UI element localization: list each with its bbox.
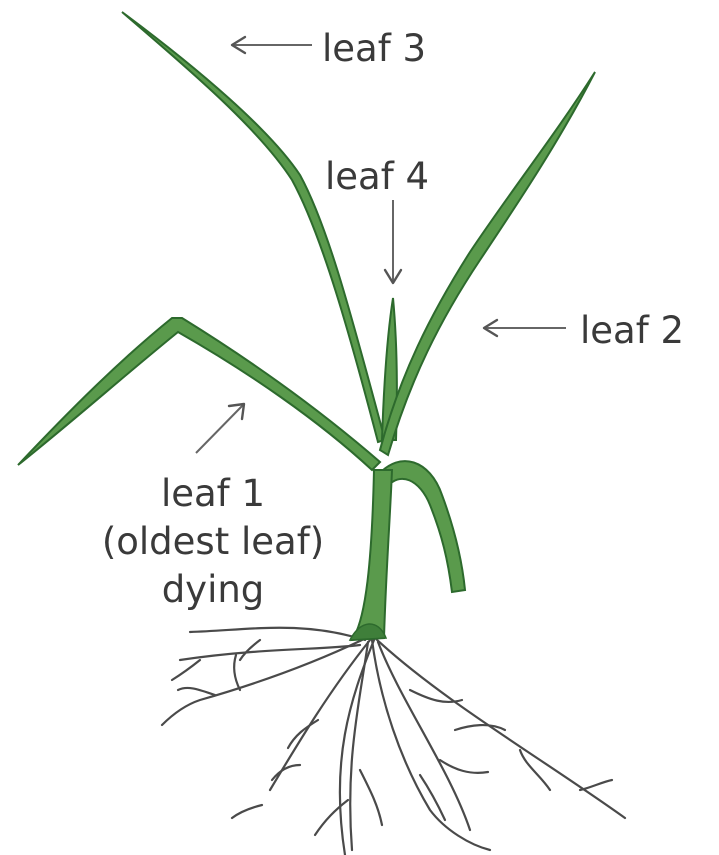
arrow-leaf2 (484, 320, 566, 336)
root-branch-7 (580, 780, 612, 790)
stem (352, 470, 392, 640)
root-main-9 (190, 628, 365, 640)
leaf-2-label: leaf 2 (580, 312, 684, 349)
leaf-1-label-line-2: (oldest leaf) (88, 518, 338, 566)
leaf-1-label: leaf 1 (oldest leaf) dying (88, 470, 338, 614)
root-branch-10 (315, 800, 348, 835)
root-branch-14 (240, 640, 260, 660)
root-main-2 (350, 642, 368, 850)
root-main-4 (162, 640, 362, 725)
leaf-1-label-line-1: leaf 1 (88, 470, 338, 518)
root-main-6 (270, 640, 370, 790)
root-branch-13 (232, 805, 262, 818)
root-branch-12 (440, 760, 488, 773)
arrow-leaf3 (232, 37, 312, 53)
leaf-1-label-line-3: dying (88, 566, 338, 614)
root-branch-15 (172, 660, 200, 680)
leaf-1 (18, 318, 380, 470)
arrow-leaf4 (385, 200, 401, 283)
root-branch-5 (455, 725, 505, 730)
root-branch-9 (360, 770, 382, 825)
leaf-4-label: leaf 4 (325, 158, 429, 195)
leaf-2 (380, 72, 595, 455)
leaf-3-label: leaf 3 (322, 30, 426, 67)
roots (162, 628, 625, 855)
root-branch-2 (178, 688, 215, 695)
arrow-leaf1 (196, 404, 244, 453)
